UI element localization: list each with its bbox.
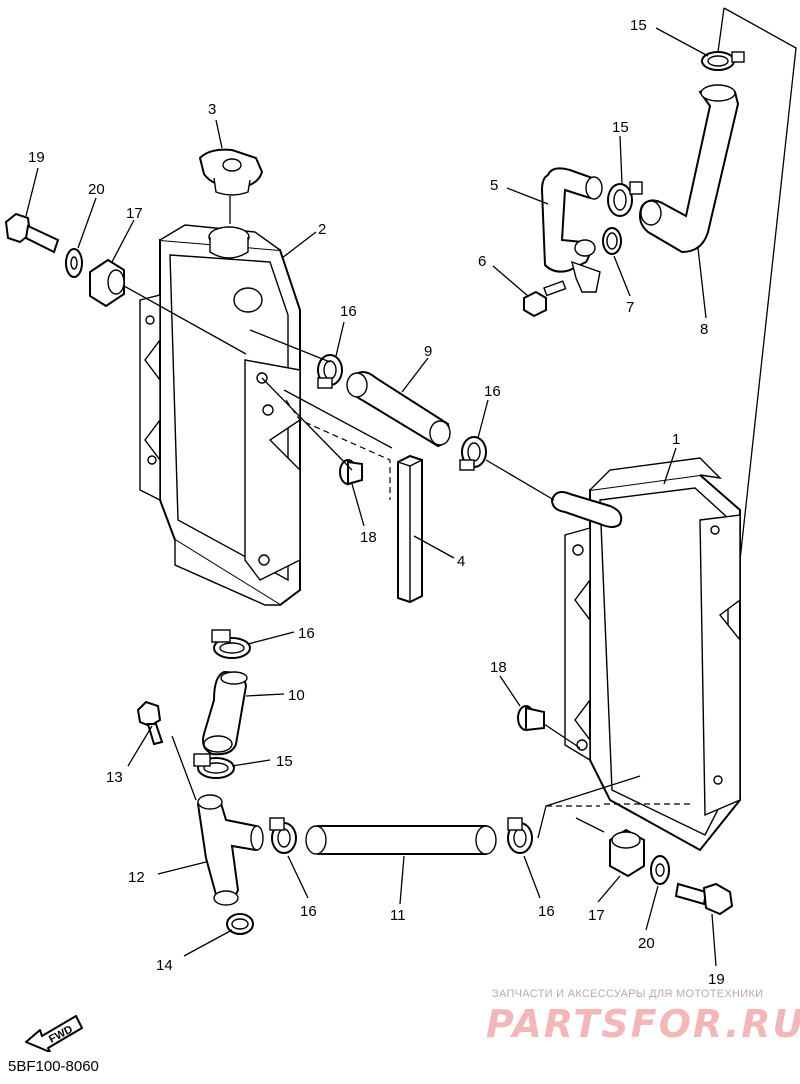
- clamp-15-top: [701, 51, 745, 71]
- callout-3: 3: [208, 101, 216, 118]
- clamp-16-mid: [459, 436, 487, 471]
- callout-17-left: 17: [126, 205, 143, 222]
- callout-19-right: 19: [708, 971, 725, 988]
- callout-9: 9: [424, 343, 432, 360]
- clamp-16-lower-left: [211, 629, 251, 659]
- callout-2: 2: [318, 221, 326, 238]
- callout-7: 7: [626, 299, 634, 316]
- fwd-label: FWD: [47, 1023, 75, 1045]
- bolt-6: [523, 280, 567, 318]
- callout-5: 5: [490, 177, 498, 194]
- callout-20-right: 20: [638, 935, 655, 952]
- callout-1: 1: [672, 431, 680, 448]
- diagram-code: 5BF100-8060: [8, 1058, 99, 1075]
- bolt-13: [136, 700, 164, 746]
- callout-16-lower-left: 16: [298, 625, 315, 642]
- collar-18-right: [517, 705, 545, 732]
- hose-11: [305, 825, 497, 855]
- watermark-text: ЗАПЧАСТИ И АКСЕССУАРЫ ДЛЯ МОТОТЕХНИКИ: [492, 988, 764, 1000]
- callout-19-left: 19: [28, 149, 45, 166]
- watermark-logo: PARTSFOR.RU: [486, 1002, 800, 1046]
- joint-12: [196, 794, 264, 906]
- callout-18-left: 18: [360, 529, 377, 546]
- callout-16-upper: 16: [340, 303, 357, 320]
- clamp-15-mid: [607, 181, 643, 217]
- callout-8: 8: [700, 321, 708, 338]
- fwd-arrow-icon: FWD: [24, 1006, 88, 1057]
- bolt-19-left: [4, 212, 60, 254]
- callout-11: 11: [390, 907, 406, 924]
- callout-16-bottom-right: 16: [538, 903, 555, 920]
- hose-10: [202, 670, 248, 756]
- callout-12: 12: [128, 869, 145, 886]
- callout-18-right: 18: [490, 659, 507, 676]
- callout-13: 13: [106, 769, 123, 786]
- collar-18-left: [339, 459, 363, 486]
- callout-16-mid: 16: [484, 383, 501, 400]
- radiator-cap: [198, 148, 264, 196]
- callout-6: 6: [478, 253, 486, 270]
- clamp-15-lower: [193, 753, 235, 779]
- callout-10: 10: [288, 687, 305, 704]
- callout-14: 14: [156, 957, 173, 974]
- right-radiator: [550, 457, 741, 852]
- callout-4: 4: [457, 553, 465, 570]
- hose-9: [346, 371, 451, 448]
- hidden-lines: [285, 399, 690, 807]
- strip-4: [397, 454, 423, 604]
- callout-17-right: 17: [588, 907, 605, 924]
- bolt-19-right: [674, 882, 734, 916]
- callout-15-mid: 15: [612, 119, 629, 136]
- hose-5: [540, 167, 603, 293]
- damper-17-left: [89, 258, 125, 308]
- left-radiator: [139, 224, 301, 607]
- clamp-16-upper: [317, 354, 343, 389]
- damper-17-right: [609, 828, 645, 878]
- hose-8: [639, 84, 740, 254]
- callout-numbers: 1 2 3 4 5 6 7 8 9 10 11 12 13 14 15 15 1…: [28, 17, 725, 988]
- callout-15-lower: 15: [276, 753, 293, 770]
- clamp-16-bottom-left: [269, 817, 297, 854]
- callout-16-bottom-left: 16: [300, 903, 317, 920]
- clamp-16-bottom-right: [507, 817, 533, 854]
- leader-lines: [25, 7, 797, 967]
- callout-20-left: 20: [88, 181, 105, 198]
- callout-15-top: 15: [630, 17, 647, 34]
